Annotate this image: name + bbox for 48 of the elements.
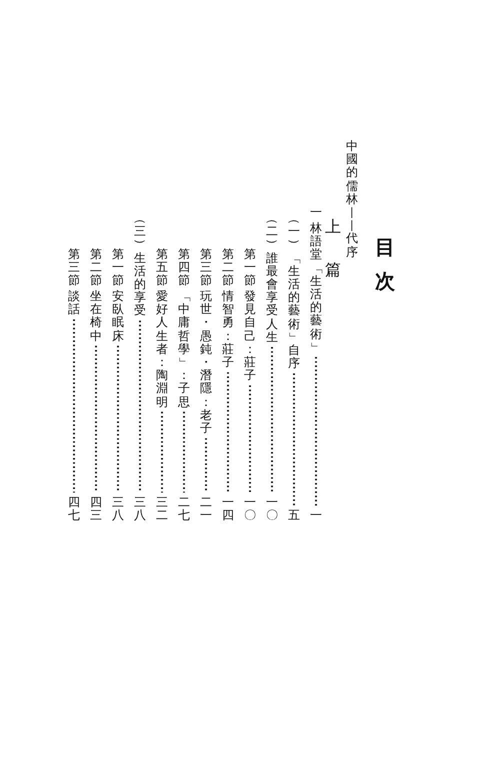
page-number: 四七 (68, 496, 80, 522)
dot-leader (95, 346, 97, 493)
section-number: 第三節 (68, 248, 80, 288)
page-number: 四三 (90, 496, 102, 522)
dot-leader (117, 346, 119, 493)
dot-leader (249, 385, 251, 493)
page-title: 目次 (375, 236, 395, 295)
section-number: 第二節 (222, 248, 234, 288)
page-number: 三八 (112, 496, 124, 522)
toc-entry: （一）「生活的藝術」自序 (288, 212, 300, 370)
toc-entry: （三）生活的享受 (134, 212, 146, 318)
section-number: 第四節 (178, 248, 190, 288)
page-number: 五 (288, 508, 300, 522)
section-number: 第三節 (200, 248, 212, 288)
page-number: 一 (310, 508, 322, 522)
dot-leader (183, 412, 185, 493)
section-number: 第二節 (90, 248, 102, 288)
page-number: 二一 (200, 496, 212, 522)
dot-leader (271, 347, 273, 493)
toc-entry: 情智勇：莊子 (222, 290, 234, 370)
toc-entry: 坐在椅中 (90, 290, 102, 343)
dot-leader (161, 412, 163, 493)
dot-leader (227, 372, 229, 493)
section-number: 第一節 (112, 248, 124, 288)
page-number: 一〇 (244, 496, 256, 522)
section-number: 第五節 (156, 248, 168, 288)
section-number: 第一節 (244, 248, 256, 288)
dot-leader (139, 320, 141, 493)
toc-entry: 愛好人生者：陶淵明 (156, 290, 168, 409)
toc-entry: 談話 (68, 290, 80, 316)
dot-leader (205, 438, 207, 493)
toc-entry: 安臥眠床 (112, 290, 124, 343)
toc-entry: 發見自己：莊子 (244, 290, 256, 382)
toc-entry: （二）誰最會享受人生 (266, 212, 278, 344)
dot-leader (315, 357, 317, 506)
section-number: 一 (310, 206, 322, 220)
preface-entry: 中國的儒林——代序 (346, 140, 358, 259)
dot-leader (293, 373, 295, 506)
dot-leader (73, 319, 75, 493)
toc-entry: 「中庸哲學」：子思 (178, 290, 190, 409)
part-heading: 上篇 (325, 218, 341, 282)
page-number: 一〇 (266, 496, 278, 522)
toc-entry: 玩世・愚鈍・潛隱：老子 (200, 290, 212, 436)
toc-entry: 林語堂「生活的藝術」 (310, 222, 322, 354)
page-number: 三二 (156, 496, 168, 522)
page-number: 一四 (222, 496, 234, 522)
page-number: 二七 (178, 496, 190, 522)
page-number: 三八 (134, 496, 146, 522)
